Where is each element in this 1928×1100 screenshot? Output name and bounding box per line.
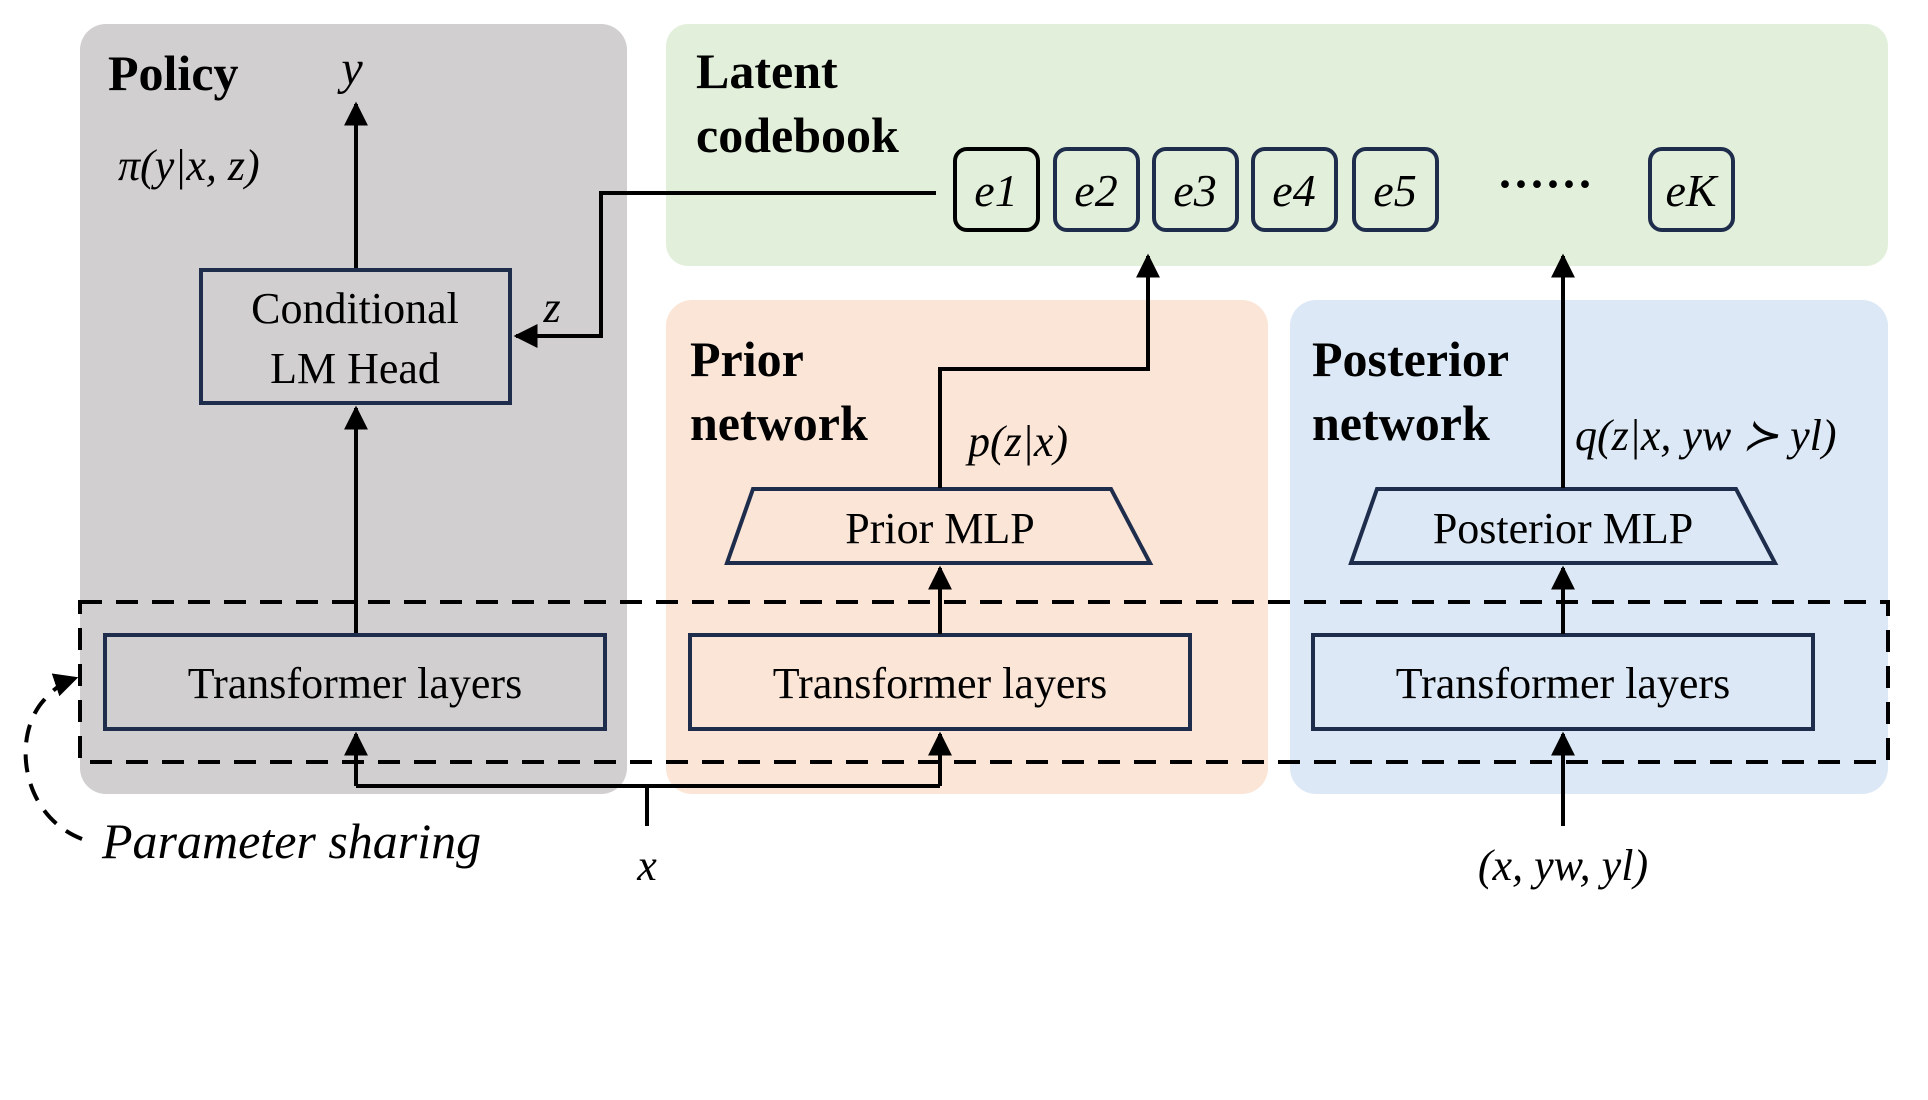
posterior-panel xyxy=(1290,300,1888,794)
posterior-title-line2: network xyxy=(1312,395,1490,451)
codebook-entry-4-box xyxy=(1251,147,1338,232)
posterior-input-label: (x, yw, yl) xyxy=(1478,841,1648,890)
policy-distribution-label: π(y|x, z) xyxy=(118,141,260,190)
codebook-panel xyxy=(666,24,1888,266)
codebook-to-head-arrow xyxy=(513,191,936,348)
prior-mlp-shape xyxy=(724,487,1154,565)
codebook-entry-k-box xyxy=(1648,147,1735,232)
codebook-entry-5-box xyxy=(1352,147,1439,232)
codebook-ellipsis: ······ xyxy=(1497,158,1593,211)
x-input-label: x xyxy=(636,841,657,890)
codebook-entry-2-box xyxy=(1053,147,1140,232)
codebook-entry-4: e4 xyxy=(1272,165,1315,216)
prior-title-line2: network xyxy=(690,395,868,451)
conditional-lm-head-line1: Conditional xyxy=(251,284,459,333)
prior-distribution-label: p(z|x) xyxy=(965,417,1068,466)
prior-mlp-label: Prior MLP xyxy=(845,504,1034,553)
conditional-lm-head-line2: LM Head xyxy=(270,344,440,393)
codebook-title-line1: Latent xyxy=(696,43,838,99)
prior-to-codebook-arrow xyxy=(938,253,1160,488)
z-label: z xyxy=(542,283,560,332)
conditional-lm-head-box xyxy=(199,268,512,405)
posterior-transformer-label: Transformer layers xyxy=(1396,659,1730,708)
prior-title-line1: Prior xyxy=(690,331,804,387)
codebook-entry-3: e3 xyxy=(1173,165,1216,216)
policy-output-y: y xyxy=(336,42,363,95)
posterior-mlp-shape xyxy=(1348,487,1779,565)
posterior-transformer-box xyxy=(1311,633,1815,731)
parameter-sharing-region xyxy=(78,600,1890,764)
policy-transformer-box xyxy=(103,633,607,731)
codebook-title-line2: codebook xyxy=(696,107,899,163)
parameter-sharing-label: Parameter sharing xyxy=(101,813,481,869)
posterior-title-line1: Posterior xyxy=(1312,331,1509,387)
codebook-entry-1: e1 xyxy=(974,165,1017,216)
posterior-distribution-label: q(z|x, yw ≻ yl) xyxy=(1575,411,1837,460)
codebook-entry-1-box xyxy=(953,147,1040,232)
prior-transformer-label: Transformer layers xyxy=(773,659,1107,708)
codebook-entry-k: eK xyxy=(1665,165,1718,216)
policy-transformer-label: Transformer layers xyxy=(188,659,522,708)
policy-title: Policy xyxy=(108,45,239,101)
prior-panel xyxy=(666,300,1268,794)
codebook-entry-5: e5 xyxy=(1373,165,1416,216)
codebook-entry-2: e2 xyxy=(1074,165,1117,216)
codebook-entry-3-box xyxy=(1152,147,1239,232)
posterior-mlp-label: Posterior MLP xyxy=(1433,504,1693,553)
prior-transformer-box xyxy=(688,633,1192,731)
parameter-sharing-curve xyxy=(23,673,83,841)
